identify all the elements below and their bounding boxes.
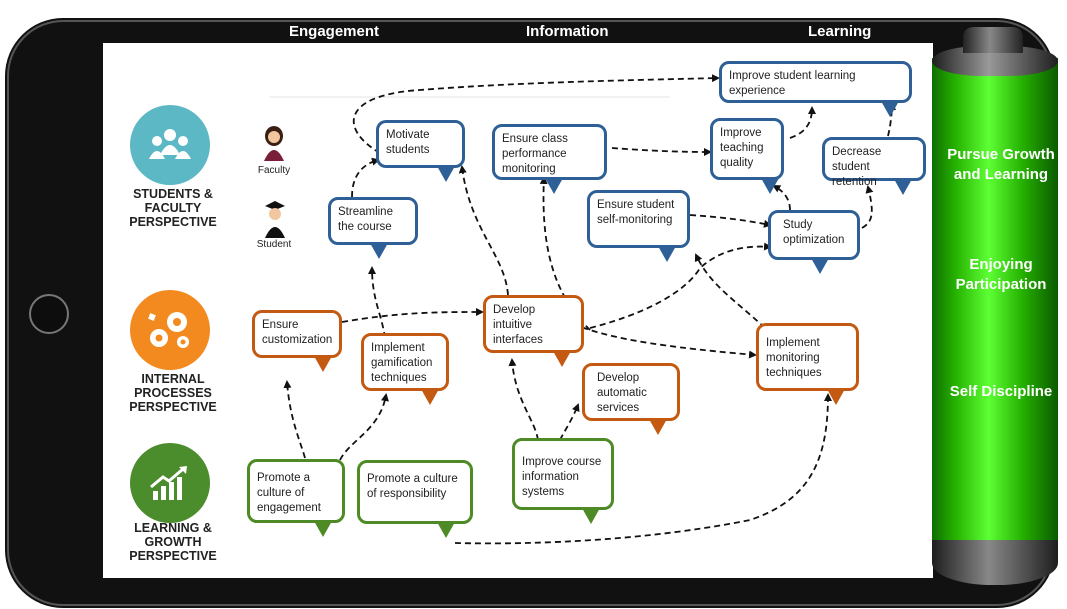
arrow-infosys-to-intuitive (508, 358, 539, 441)
objective-improve-learning: Improve student learning experience (719, 61, 912, 117)
arrow-classmon-to-teaching (611, 147, 712, 156)
objective-intuitive-interfaces: Develop intuitive interfaces (483, 295, 584, 367)
objective-study-optimization: Study optimization (768, 210, 860, 274)
arrow-engagement-to-customization (283, 380, 306, 459)
column-header-information: Information (526, 23, 609, 40)
arrow-streamline-to-motivate (351, 157, 380, 198)
objective-decrease-retention: Decrease student retention (822, 137, 926, 195)
battery-base (932, 540, 1058, 585)
gears-icon (130, 290, 210, 370)
arrow-responsibility-to-monitoring (454, 393, 832, 545)
objective-improve-teaching-quality: Improve teaching quality (710, 118, 784, 194)
column-header-learning: Learning (808, 23, 872, 40)
battery-label-growth: Pursue Growth and Learning (947, 146, 1055, 183)
arrow-monitoring-to-selfmon (694, 253, 766, 329)
arrow-intuitive-to-study (589, 242, 772, 329)
perspective-label-learning: LEARNING & GROWTH PERSPECTIVE (129, 521, 217, 563)
student-label: Student (256, 239, 292, 250)
objective-streamline-course: Streamline the course (328, 197, 418, 259)
arrow-infosys-to-automatic (559, 403, 580, 441)
faculty-label: Faculty (257, 165, 291, 176)
perspective-label-internal: INTERNAL PROCESSES PERSPECTIVE (129, 372, 217, 414)
student-graduate-icon (265, 201, 285, 238)
arrow-engagement-to-gamification (339, 393, 389, 461)
arrow-intuitive-to-motivate (458, 165, 509, 296)
arrow-study-to-teaching (772, 185, 791, 211)
arrow-retention-to-learning (887, 102, 896, 137)
battery-label-discipline: Self Discipline (949, 383, 1053, 400)
objective-culture-of-responsibility: Promote a culture of responsibility (357, 460, 473, 538)
objective-class-performance-monitoring: Ensure class performance monitoring (492, 124, 607, 194)
objective-implement-gamification: Implement gamification techniques (361, 333, 449, 405)
objective-student-self-monitoring: Ensure student self-monitoring (587, 190, 690, 262)
battery-body (932, 58, 1058, 553)
battery-terminal (963, 27, 1023, 53)
arrow-selfmon-to-study (689, 214, 772, 228)
column-header-engagement: Engagement (289, 23, 380, 40)
faculty-avatar-icon (264, 126, 284, 161)
arrow-teaching-to-learning (789, 106, 816, 139)
objective-culture-of-engagement: Promote a culture of engagement (247, 459, 345, 537)
tablet-home-button (29, 294, 69, 334)
objective-automatic-services: Develop automatic services (582, 363, 680, 435)
arrow-study-to-retention (861, 185, 874, 229)
objective-monitoring-techniques: Implement monitoring techniques (756, 323, 859, 405)
arrow-customization-to-intuitive (341, 308, 484, 323)
growth-chart-icon (130, 443, 210, 523)
students-people-icon (130, 105, 210, 185)
perspective-label-students: STUDENTS & FACULTY PERSPECTIVE (129, 187, 217, 229)
battery-label-participation: Enjoying Participation (955, 256, 1047, 293)
objective-motivate-students: Motivate students (376, 120, 465, 182)
arrow-gamification-to-streamline (368, 266, 386, 339)
arrow-intuitive-to-monitoring (554, 314, 757, 359)
objective-course-information-systems: Improve course information systems (512, 438, 614, 524)
objective-ensure-customization: Ensure customization (252, 310, 342, 372)
